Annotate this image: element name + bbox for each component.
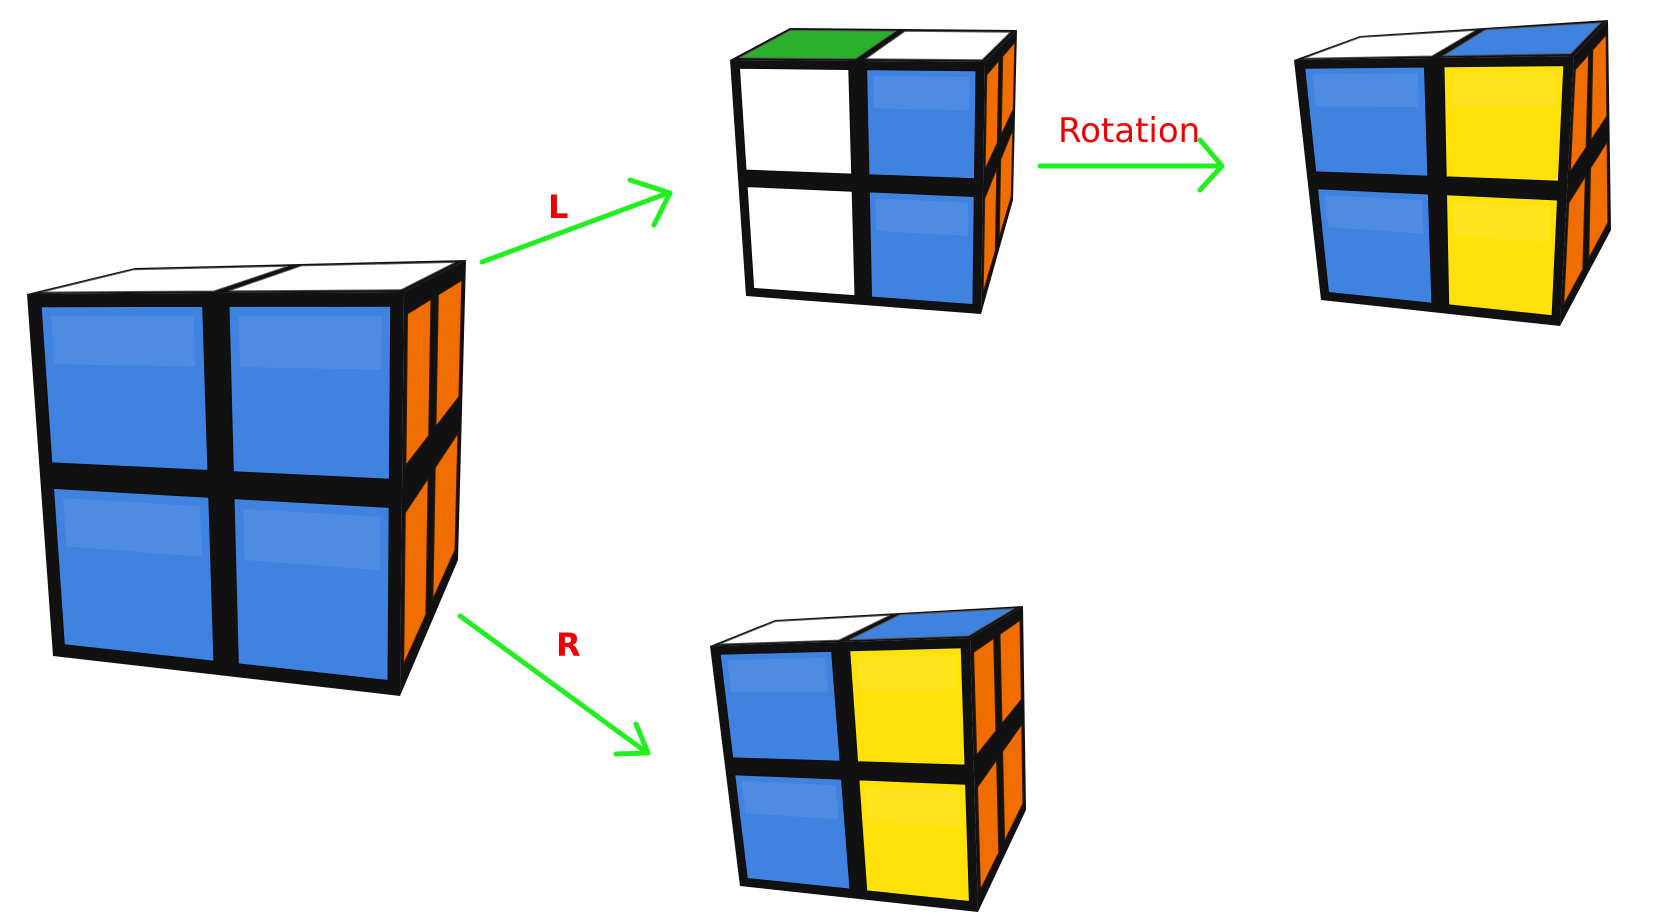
top-sticker-blue: [849, 608, 1015, 641]
rotation-label: Rotation: [1058, 111, 1200, 151]
front-sticker-blue: [1304, 66, 1429, 177]
sticker-highlight: [63, 498, 202, 557]
front-sticker-blue: [1317, 188, 1433, 304]
front-sticker-blue: [719, 650, 841, 762]
front-sticker-blue: [233, 498, 390, 681]
front-sticker-blue: [228, 305, 392, 480]
front-sticker-blue: [734, 774, 851, 890]
side-sticker-orange: [976, 758, 1000, 890]
arrow-l: [479, 177, 673, 265]
sticker-highlight: [865, 786, 961, 827]
cube-after-rotation: [1294, 20, 1611, 326]
sticker-highlight: [1453, 201, 1551, 243]
side-sticker-orange: [1588, 140, 1609, 259]
top-sticker-white: [864, 30, 1012, 61]
side-sticker-orange: [1569, 53, 1590, 173]
sticker-highlight: [873, 75, 970, 111]
side-sticker-orange: [435, 279, 463, 428]
cube-after-l-move: [730, 28, 1017, 314]
side-sticker-orange: [1563, 174, 1586, 305]
sticker-highlight: [746, 74, 844, 108]
side-sticker-orange: [998, 129, 1014, 238]
front-sticker-white: [746, 186, 856, 297]
front-sticker-blue: [40, 305, 209, 471]
cube-after-r-move: [710, 606, 1026, 912]
side-sticker-orange: [1002, 722, 1024, 842]
side-sticker-orange: [432, 431, 459, 600]
top-sticker-green: [739, 29, 898, 60]
front-sticker-blue: [866, 69, 977, 180]
side-sticker-orange: [1000, 41, 1016, 136]
top-sticker-white: [719, 614, 891, 645]
arrow-r: [457, 613, 651, 757]
top-sticker-white: [1304, 29, 1476, 59]
front-sticker-blue: [868, 191, 975, 306]
top-sticker-blue: [1441, 22, 1602, 57]
cube-start: [27, 260, 466, 696]
side-sticker-orange: [405, 298, 432, 467]
front-sticker-white: [739, 67, 853, 175]
top-sticker-white: [41, 265, 289, 293]
side-sticker-orange: [999, 619, 1022, 725]
sticker-highlight: [753, 192, 848, 230]
front-sticker-yellow: [1446, 194, 1558, 317]
front-sticker-blue: [53, 487, 215, 662]
sticker-highlight: [1324, 195, 1424, 234]
front-sticker-yellow: [1443, 65, 1565, 182]
sticker-highlight: [727, 657, 829, 693]
side-sticker-orange: [984, 59, 1000, 170]
front-sticker-yellow: [849, 647, 966, 766]
side-sticker-orange: [1590, 33, 1608, 142]
side-sticker-orange: [403, 476, 429, 665]
sticker-highlight: [875, 198, 969, 236]
side-sticker-orange: [982, 168, 998, 293]
sticker-highlight: [1451, 72, 1557, 108]
sticker-highlight: [243, 508, 381, 571]
front-sticker-yellow: [858, 779, 970, 902]
sticker-highlight: [856, 654, 957, 692]
move-l-label: L: [548, 188, 568, 226]
sticker-highlight: [51, 315, 196, 367]
sticker-highlight: [238, 316, 382, 370]
top-sticker-white: [228, 261, 456, 292]
move-r-label: R: [556, 626, 581, 664]
arrow-rotation: [1037, 137, 1225, 193]
sticker-highlight: [741, 781, 839, 820]
sticker-highlight: [1312, 73, 1419, 108]
side-sticker-orange: [973, 637, 997, 757]
